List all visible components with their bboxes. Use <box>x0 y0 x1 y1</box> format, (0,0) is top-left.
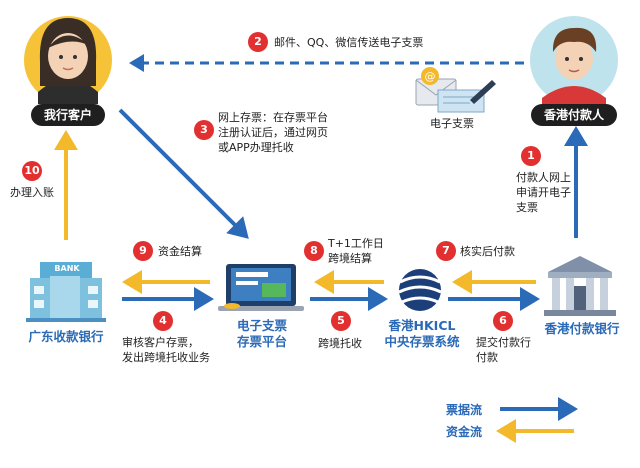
hkicl-label: 香港HKICL 中央存票系统 <box>384 318 460 349</box>
hkicl-globe-icon <box>398 269 442 311</box>
legend-fund-flow-label: 资金流 <box>446 425 483 439</box>
step-2-text: 邮件、QQ、微信传送电子支票 <box>274 36 424 49</box>
echeque-label: 电子支票 <box>430 117 474 130</box>
guangdong-bank-building-icon <box>26 262 106 322</box>
step-10-text: 办理入账 <box>10 186 54 199</box>
step-3-badge: 3 <box>194 120 214 140</box>
customer-label: 我行客户 <box>31 104 105 126</box>
step-7-badge: 7 <box>436 241 456 261</box>
platform-laptop-icon <box>218 264 304 311</box>
step-9-badge: 9 <box>133 241 153 261</box>
step-2-badge: 2 <box>248 32 268 52</box>
email-cheque-icon: @ <box>415 67 496 113</box>
step-6-text: 提交付款行 付款 <box>476 336 531 364</box>
step-6-badge: 6 <box>493 311 513 331</box>
legend-bill-flow-label: 票据流 <box>446 403 483 417</box>
step-4-badge: 4 <box>153 311 173 331</box>
arrow-step-3 <box>118 108 249 239</box>
step-10-badge: 10 <box>22 161 42 181</box>
payer-avatar-icon <box>530 16 618 104</box>
hk-bank-label: 香港付款银行 <box>544 321 620 336</box>
hk-bank-building-icon <box>544 256 616 316</box>
step-7-text: 核实后付款 <box>460 245 515 258</box>
payer-label: 香港付款人 <box>531 104 617 126</box>
step-5-badge: 5 <box>331 311 351 331</box>
step-9-text: 资金结算 <box>158 245 202 258</box>
step-1-text: 付款人网上 申请开电子 支票 <box>516 171 571 214</box>
guangdong-bank-label: 广东收款银行 <box>28 329 104 344</box>
step-3-text: 网上存票：在存票平台 注册认证后，通过网页 或APP办理托收 <box>218 111 328 154</box>
step-5-text: 跨境托收 <box>318 337 362 350</box>
step-8-badge: 8 <box>304 241 324 261</box>
platform-label: 电子支票 存票平台 <box>236 318 287 349</box>
svg-text:@: @ <box>425 70 436 83</box>
step-1-badge: 1 <box>521 146 541 166</box>
step-4-text: 审核客户存票， 发出跨境托收业务 <box>122 336 210 364</box>
bank-sign: BANK <box>54 264 80 273</box>
step-8-text: T+1工作日 跨境结算 <box>328 237 384 265</box>
customer-avatar-icon <box>24 16 112 104</box>
